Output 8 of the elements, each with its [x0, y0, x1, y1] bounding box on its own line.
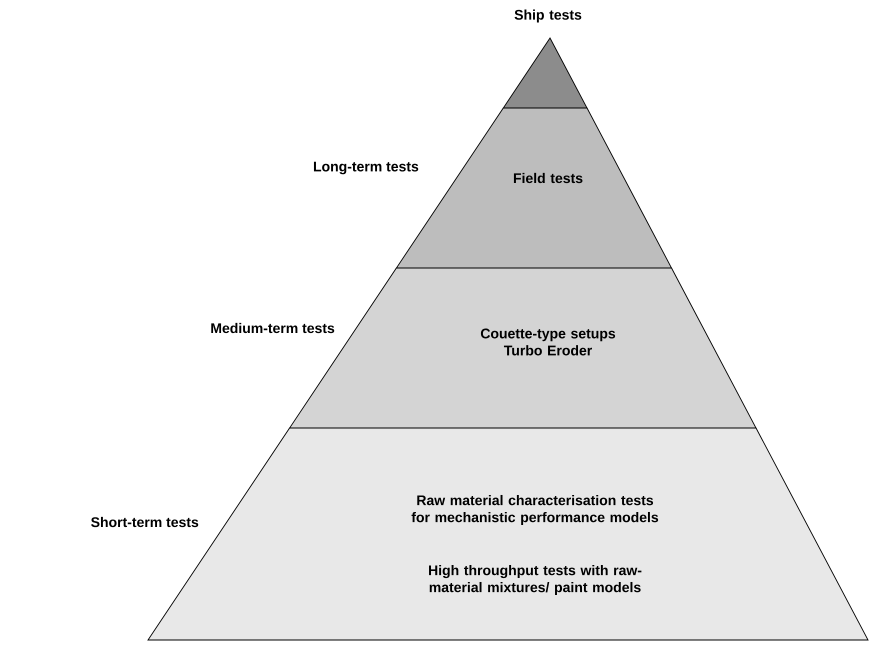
- band-label: Field tests: [514, 172, 582, 184]
- side-label: Short-term tests: [91, 516, 198, 528]
- band-label: Couette-type setups Turbo Eroder: [480, 328, 616, 356]
- side-label: Medium-term tests: [211, 322, 334, 334]
- band-label: Raw material characterisation tests for mechanistic performance models: [412, 494, 658, 526]
- side-label: Long-term tests: [314, 162, 418, 174]
- band-label: High throughput tests with raw-material mixtures/ paint models: [429, 564, 642, 596]
- heading: Ship tests: [514, 9, 582, 23]
